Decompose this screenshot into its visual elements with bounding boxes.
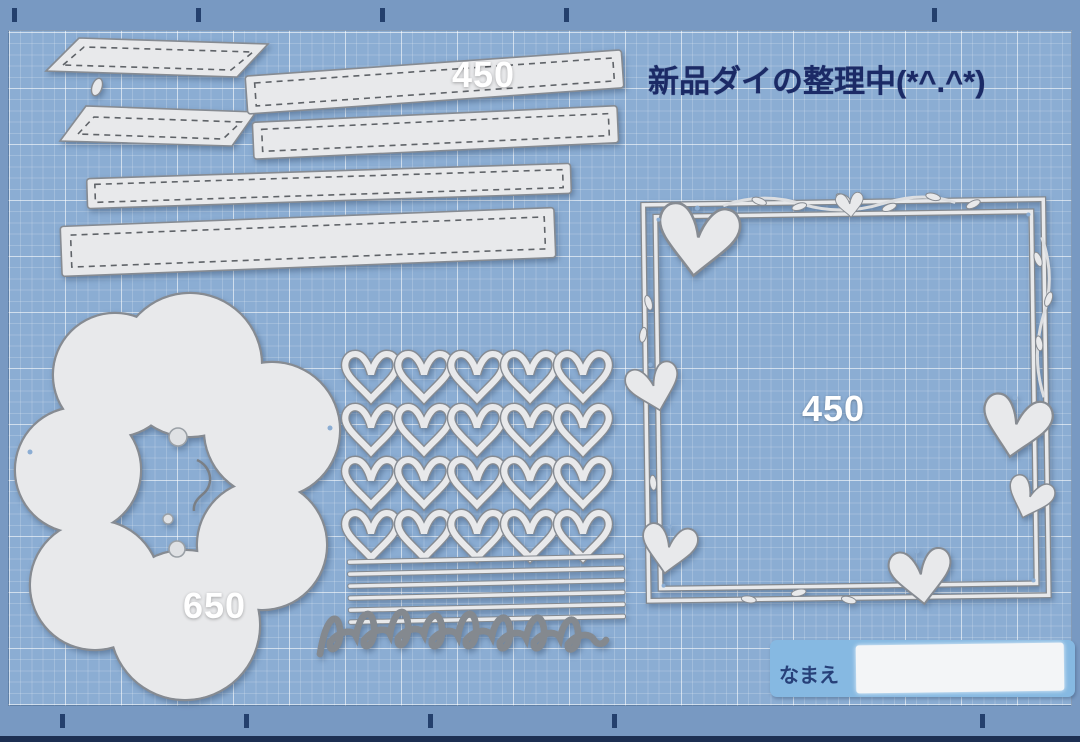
name-blank-area [855,642,1065,694]
mat-mark [196,8,201,22]
mat-mark [428,714,433,728]
heart-frame-die [620,191,1059,611]
mat-left-edge [0,0,8,742]
mat-mark [980,714,985,728]
mat-bottom-rule [0,736,1080,742]
mat-mark [244,714,249,728]
price-label-frame: 450 [802,388,866,429]
stitched-strip-dies [59,49,625,278]
mat-mark [380,8,385,22]
parallelogram-strip-dies [44,37,270,147]
hearts-grid-die [345,354,609,558]
mat-top-edge [0,0,1080,30]
mat-mark [932,8,937,22]
mat-right-edge [1072,0,1080,742]
price-label-strips: 450 [452,54,516,95]
name-tag-label: なまえ [779,665,839,687]
flower-die [13,291,342,702]
caption-text: 新品ダイの整理中(*^.^*) [648,64,986,99]
mat-mark [612,714,617,728]
script-sentiment-die [316,612,610,658]
price-label-flower: 650 [183,585,247,626]
mat-mark [564,8,569,22]
mat-mark [60,714,65,728]
mat-mark [12,8,17,22]
name-tag-sticker: なまえ [770,640,1075,697]
thin-border-dies [346,553,627,625]
